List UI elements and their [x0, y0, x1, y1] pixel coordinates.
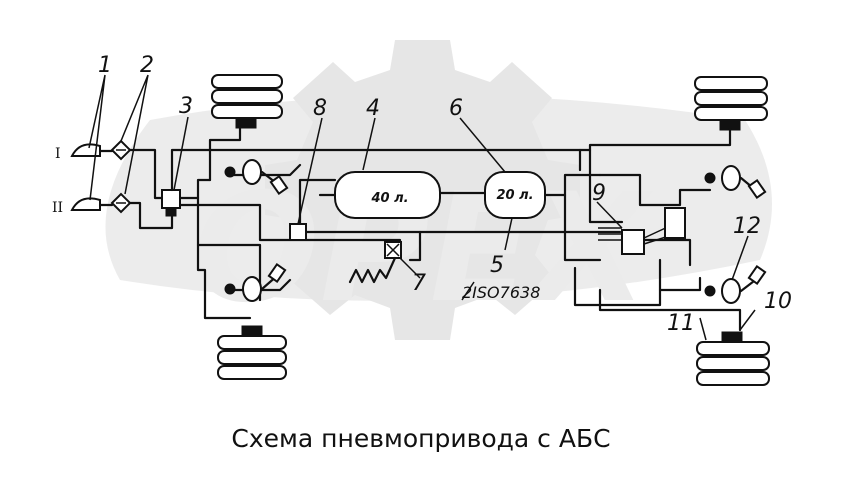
callout-1: 1 [98, 53, 112, 78]
leader-2 [120, 74, 149, 195]
callout-10: 10 [764, 289, 792, 314]
brake-chamber-front-right [704, 165, 767, 199]
leader-8 [297, 117, 323, 225]
wheel-front-right [694, 76, 768, 131]
callout-7: 7 [412, 271, 426, 296]
pipe-network [128, 126, 742, 332]
circuit-label-i: I [55, 146, 61, 162]
diagram-caption: Схема пневмопривода с АБС [231, 424, 611, 453]
callout-8: 8 [313, 96, 327, 121]
callout-9: 9 [592, 181, 606, 206]
callout-2: 2 [140, 53, 154, 78]
component-9-abs-modulator [596, 201, 686, 255]
callout-5: 5 [490, 253, 504, 278]
leader-11 [699, 317, 707, 341]
callout-3: 3 [179, 94, 193, 119]
brake-chamber-i [70, 143, 101, 157]
callout-6: 6 [449, 96, 463, 121]
component-8-valve [289, 223, 307, 241]
leader-4 [362, 117, 376, 171]
component-7-drain [348, 241, 421, 284]
brake-chamber-ii [70, 197, 101, 211]
brake-chamber-rear-right [704, 265, 767, 304]
wheel-front-left [211, 74, 283, 129]
leader-12 [731, 235, 749, 281]
leader-6 [459, 117, 506, 173]
callout-4: 4 [366, 96, 380, 121]
tank-20l-label: 20 л. [496, 188, 533, 203]
brake-chamber-front-left [224, 159, 289, 195]
callout-12: 12 [733, 214, 761, 239]
part-number-label: 2ISO7638 [462, 283, 540, 302]
tank-20l: 20 л. [484, 171, 546, 219]
leader-5 [504, 217, 513, 251]
component-3-valve [161, 189, 181, 209]
tank-40l-label: 40 л. [370, 191, 408, 206]
brake-chamber-rear-left [224, 263, 287, 302]
leader-3 [173, 116, 189, 191]
leader-1 [88, 74, 106, 201]
wheel-rear-right [696, 331, 770, 386]
leader-10 [739, 309, 756, 331]
wheel-rear-left [217, 325, 287, 380]
tank-40l: 40 л. [334, 171, 441, 219]
callout-11: 11 [667, 311, 695, 336]
circuit-label-ii: II [52, 200, 63, 216]
